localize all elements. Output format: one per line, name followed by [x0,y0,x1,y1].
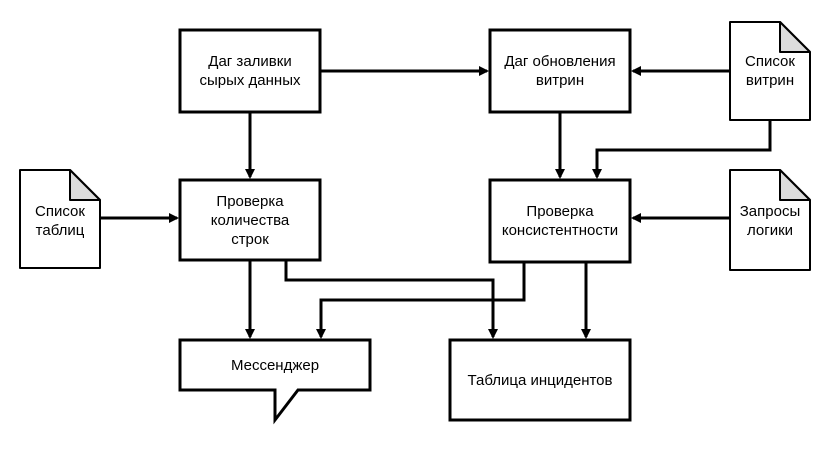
row-count-check-label-line2: количества [211,212,290,229]
consistency-check-label-line1: Проверка [526,203,594,220]
table-list-fold-icon [69,169,101,201]
showcase-list-label-line2: витрин [746,72,794,89]
logic-queries-label-line1: Запросы [740,203,801,220]
messenger-label: Мессенджер [231,357,319,374]
incident-table-label: Таблица инцидентов [467,372,612,389]
row-count-check-node: Проверка количества строк [178,178,322,262]
logic-queries-document: Запросы логики [729,169,811,271]
table-list-label-line1: Список [35,203,85,220]
logic-queries-label-line2: логики [747,222,793,239]
consistency-check-label-line2: консистентности [502,222,618,239]
messenger-callout-shape [178,338,372,425]
row-count-check-label-line3: строк [231,231,269,248]
row-count-check-label-line1: Проверка [216,193,284,210]
edge-consistency-to-messenger [316,262,526,339]
edge-showcase-list-to-consistency [592,120,772,179]
raw-load-dag-node: Даг заливки сырых данных [178,28,322,114]
showcase-list-fold-icon [779,21,811,53]
showcase-update-dag-label-line2: витрин [536,72,584,89]
raw-load-dag-label-line1: Даг заливки [208,53,291,70]
table-list-label-line2: таблиц [36,222,85,239]
incident-table-node: Таблица инцидентов [448,338,632,422]
showcase-update-dag-node: Даг обновления витрин [488,28,632,114]
consistency-check-node: Проверка консистентности [488,178,632,264]
raw-load-dag-label-line2: сырых данных [199,72,301,89]
logic-queries-fold-icon [779,169,811,201]
table-list-document: Список таблиц [19,169,101,269]
showcase-list-label-line1: Список [745,53,795,70]
showcase-update-dag-label-line1: Даг обновления [504,53,615,70]
messenger-node: Мессенджер [178,338,372,425]
edge-row-count-to-incident-table [284,260,498,339]
showcase-list-document: Список витрин [729,21,811,121]
edges [100,66,772,339]
